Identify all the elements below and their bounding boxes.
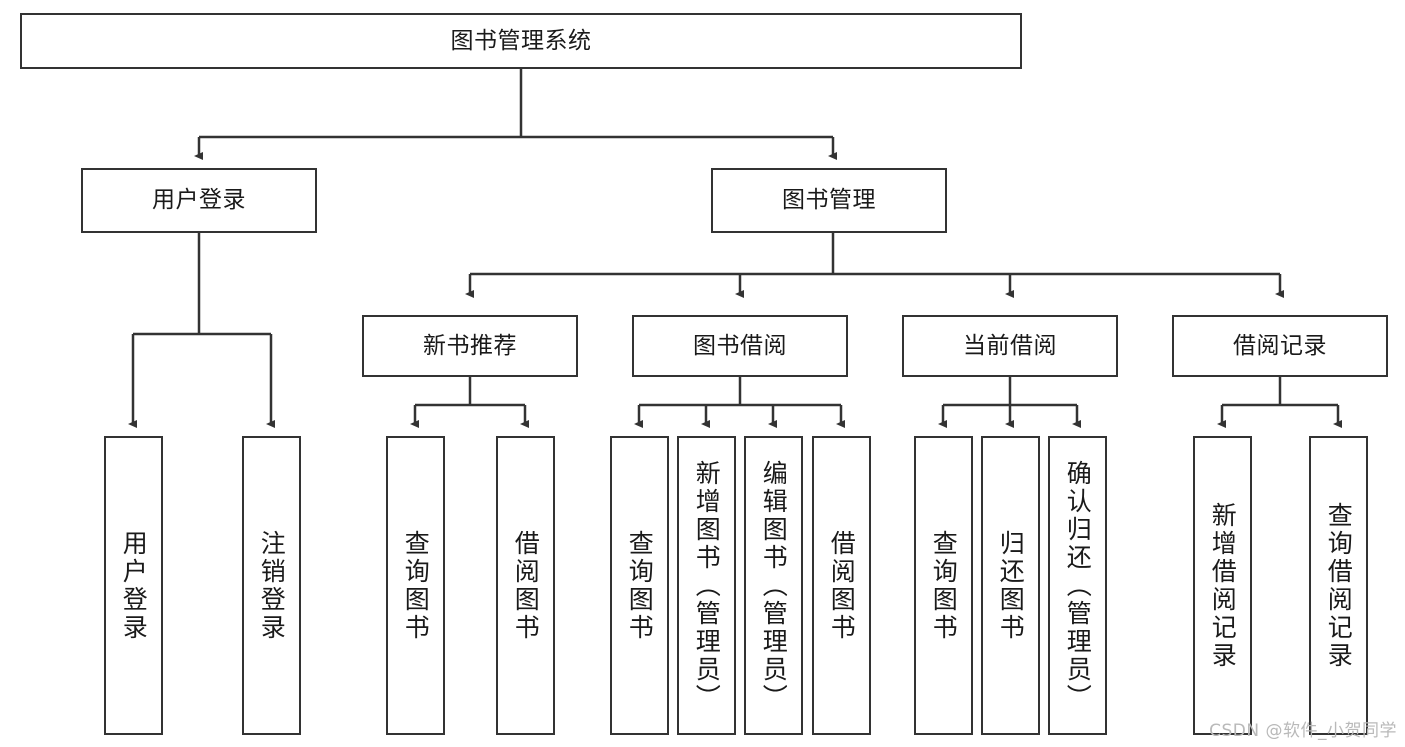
- leaf-new-book-1[interactable]: 查询图书: [386, 436, 445, 735]
- leaf-book-borrow-3[interactable]: 编辑图书（管理员）: [744, 436, 803, 735]
- leaf-current-borrow-2[interactable]: 归还图书: [981, 436, 1040, 735]
- leaf-current-borrow-1-label: 查询图书: [929, 529, 959, 642]
- leaf-new-book-2-label: 借阅图书: [511, 529, 541, 642]
- node-borrow-record[interactable]: 借阅记录: [1172, 315, 1388, 377]
- node-user-login-label: 用户登录: [152, 187, 246, 214]
- node-book-borrow-label: 图书借阅: [693, 332, 787, 359]
- node-current-borrow[interactable]: 当前借阅: [902, 315, 1118, 377]
- leaf-current-borrow-3[interactable]: 确认归还（管理员）: [1048, 436, 1107, 735]
- leaf-book-borrow-2-label: 新增图书（管理员）: [692, 459, 722, 712]
- leaf-new-book-2[interactable]: 借阅图书: [496, 436, 555, 735]
- leaf-book-borrow-1[interactable]: 查询图书: [610, 436, 669, 735]
- node-root[interactable]: 图书管理系统: [20, 13, 1022, 69]
- node-new-book-recommend[interactable]: 新书推荐: [362, 315, 578, 377]
- leaf-borrow-record-2[interactable]: 查询借阅记录: [1309, 436, 1368, 735]
- node-new-book-recommend-label: 新书推荐: [423, 332, 517, 359]
- leaf-user-login-2[interactable]: 注销登录: [242, 436, 301, 735]
- leaf-borrow-record-1-label: 新增借阅记录: [1208, 501, 1238, 670]
- node-book-borrow[interactable]: 图书借阅: [632, 315, 848, 377]
- leaf-borrow-record-2-label: 查询借阅记录: [1324, 501, 1354, 670]
- leaf-book-borrow-3-label: 编辑图书（管理员）: [759, 459, 789, 712]
- leaf-current-borrow-3-label: 确认归还（管理员）: [1063, 459, 1093, 712]
- leaf-borrow-record-1[interactable]: 新增借阅记录: [1193, 436, 1252, 735]
- leaf-book-borrow-4-label: 借阅图书: [827, 529, 857, 642]
- leaf-user-login-1-label: 用户登录: [119, 529, 149, 642]
- node-user-login[interactable]: 用户登录: [81, 168, 317, 233]
- leaf-user-login-2-label: 注销登录: [257, 529, 287, 642]
- csdn-watermark: CSDN @软件_小贺同学: [1209, 721, 1397, 741]
- node-borrow-record-label: 借阅记录: [1233, 332, 1327, 359]
- node-root-label: 图书管理系统: [450, 27, 592, 54]
- leaf-new-book-1-label: 查询图书: [401, 529, 431, 642]
- leaf-user-login-1[interactable]: 用户登录: [104, 436, 163, 735]
- leaf-book-borrow-2[interactable]: 新增图书（管理员）: [677, 436, 736, 735]
- leaf-current-borrow-1[interactable]: 查询图书: [914, 436, 973, 735]
- node-current-borrow-label: 当前借阅: [963, 332, 1057, 359]
- leaf-book-borrow-1-label: 查询图书: [625, 529, 655, 642]
- leaf-book-borrow-4[interactable]: 借阅图书: [812, 436, 871, 735]
- node-book-management-label: 图书管理: [782, 187, 876, 214]
- leaf-current-borrow-2-label: 归还图书: [996, 529, 1026, 642]
- node-book-management[interactable]: 图书管理: [711, 168, 947, 233]
